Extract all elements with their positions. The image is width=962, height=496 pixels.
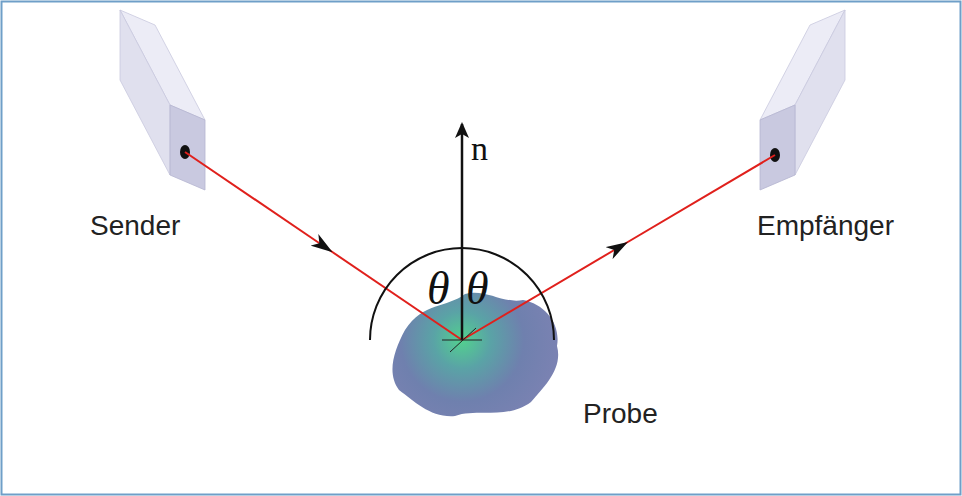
device-label: Empfänger bbox=[757, 210, 894, 242]
normal-arrow bbox=[461, 124, 464, 340]
light-beam bbox=[462, 155, 775, 340]
transmitter: Sender bbox=[120, 10, 220, 190]
angle-label: θ bbox=[427, 262, 450, 315]
light-beam bbox=[185, 152, 462, 340]
receiver: Empfänger bbox=[745, 10, 845, 200]
device-box bbox=[745, 10, 845, 200]
device-label: Sender bbox=[90, 210, 180, 242]
vector-label: n bbox=[471, 130, 488, 168]
device-box bbox=[120, 10, 220, 190]
device-label: Probe bbox=[583, 398, 658, 430]
angle-label: θ bbox=[466, 262, 489, 315]
